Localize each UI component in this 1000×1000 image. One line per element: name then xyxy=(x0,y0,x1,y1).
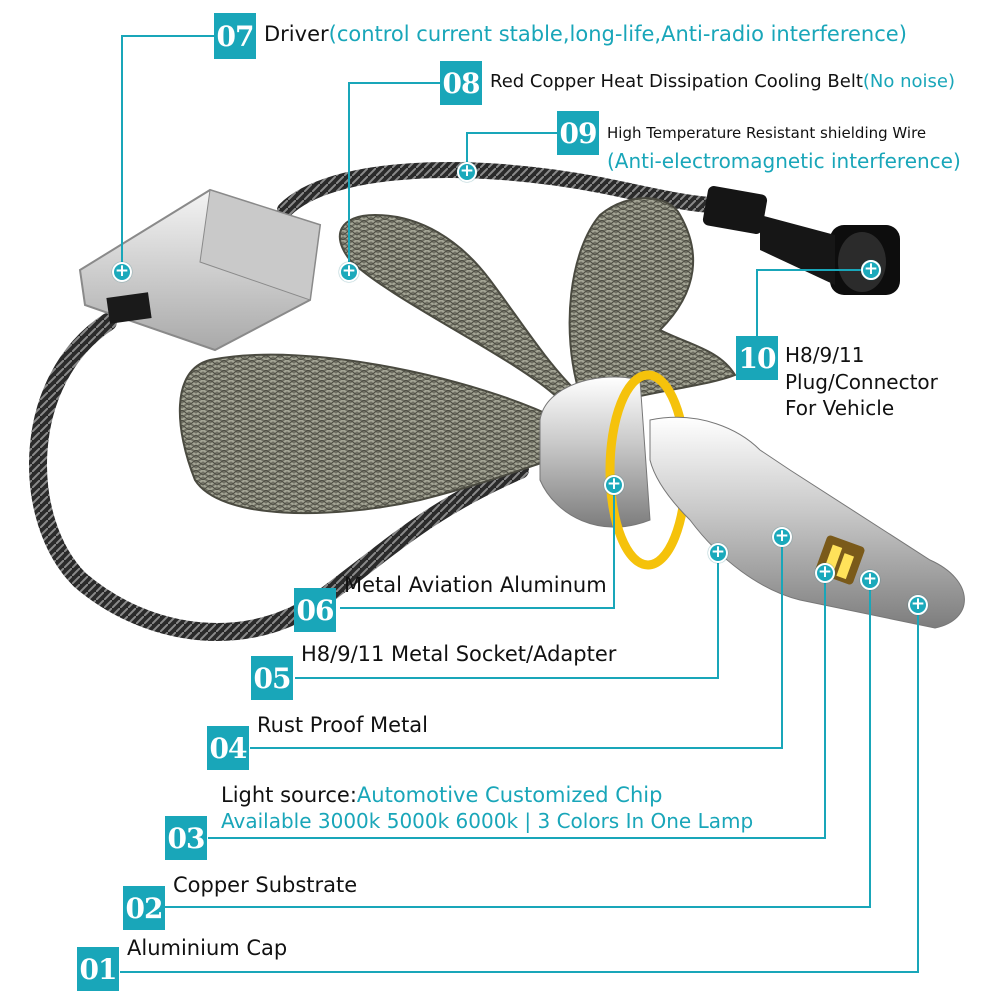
hotspot-aluminium-cap[interactable]: + xyxy=(908,595,928,615)
callout-08-text: Red Copper Heat Dissipation Cooling Belt xyxy=(490,71,863,92)
callout-03-note: Automotive Customized Chip xyxy=(356,783,663,807)
callout-10-line-1: H8/9/11 xyxy=(785,343,865,367)
hotspot-aviation-aluminum[interactable]: + xyxy=(604,475,624,495)
hotspot-driver[interactable]: + xyxy=(112,262,132,282)
driver-wire xyxy=(29,313,529,641)
callout-09-number: 09 xyxy=(557,111,599,155)
callout-01-number: 01 xyxy=(77,947,119,991)
hotspot-rust-proof[interactable]: + xyxy=(772,527,792,547)
hotspot-metal-socket[interactable]: + xyxy=(708,543,728,563)
callout-06-text: Metal Aviation Aluminum xyxy=(344,573,607,597)
hotspot-plug[interactable]: + xyxy=(861,260,881,280)
callout-07-label: Driver(control current stable,long-life,… xyxy=(264,22,907,46)
callout-05-text: H8/9/11 Metal Socket/Adapter xyxy=(301,642,617,666)
callout-06-number: 06 xyxy=(294,588,336,632)
callout-08-note: (No noise) xyxy=(862,71,956,92)
cooling-belt-left xyxy=(178,353,562,515)
shielding-wire xyxy=(277,162,723,218)
callout-09-text: High Temperature Resistant shielding Wir… xyxy=(607,124,927,142)
callout-02-number: 02 xyxy=(123,886,165,930)
callout-03-number: 03 xyxy=(165,816,207,860)
callout-03-line-2: Available 3000k 5000k 6000k | 3 Colors I… xyxy=(221,809,754,833)
hotspot-shielding-wire[interactable]: + xyxy=(457,162,477,182)
callout-07-note: (control current stable,long-life,Anti-r… xyxy=(328,22,907,46)
callout-09-note: (Anti-electromagnetic interference) xyxy=(607,149,961,173)
callout-07-number: 07 xyxy=(214,13,256,59)
callout-03-text: Light source: xyxy=(221,783,357,807)
callout-03-line-1: Light source:Automotive Customized Chip xyxy=(221,783,662,807)
callout-05-number: 05 xyxy=(251,656,293,700)
cooling-belt-right xyxy=(568,197,737,407)
hotspot-light-source[interactable]: + xyxy=(815,563,835,583)
callout-02-text: Copper Substrate xyxy=(173,873,358,897)
cooling-belt-top xyxy=(338,213,577,402)
callout-10-line-2: Plug/Connector xyxy=(785,370,938,394)
callout-07-text: Driver xyxy=(264,22,329,46)
callout-10-number: 10 xyxy=(736,336,778,380)
callout-04-text: Rust Proof Metal xyxy=(257,713,429,737)
callout-01-text: Aluminium Cap xyxy=(127,936,288,960)
callout-08-number: 08 xyxy=(440,61,482,105)
callout-10-line-3: For Vehicle xyxy=(785,396,895,420)
hotspot-copper-substrate[interactable]: + xyxy=(860,570,880,590)
hotspot-cooling-belt[interactable]: + xyxy=(339,262,359,282)
callout-08-label: Red Copper Heat Dissipation Cooling Belt… xyxy=(490,71,955,92)
callout-04-number: 04 xyxy=(207,726,249,770)
